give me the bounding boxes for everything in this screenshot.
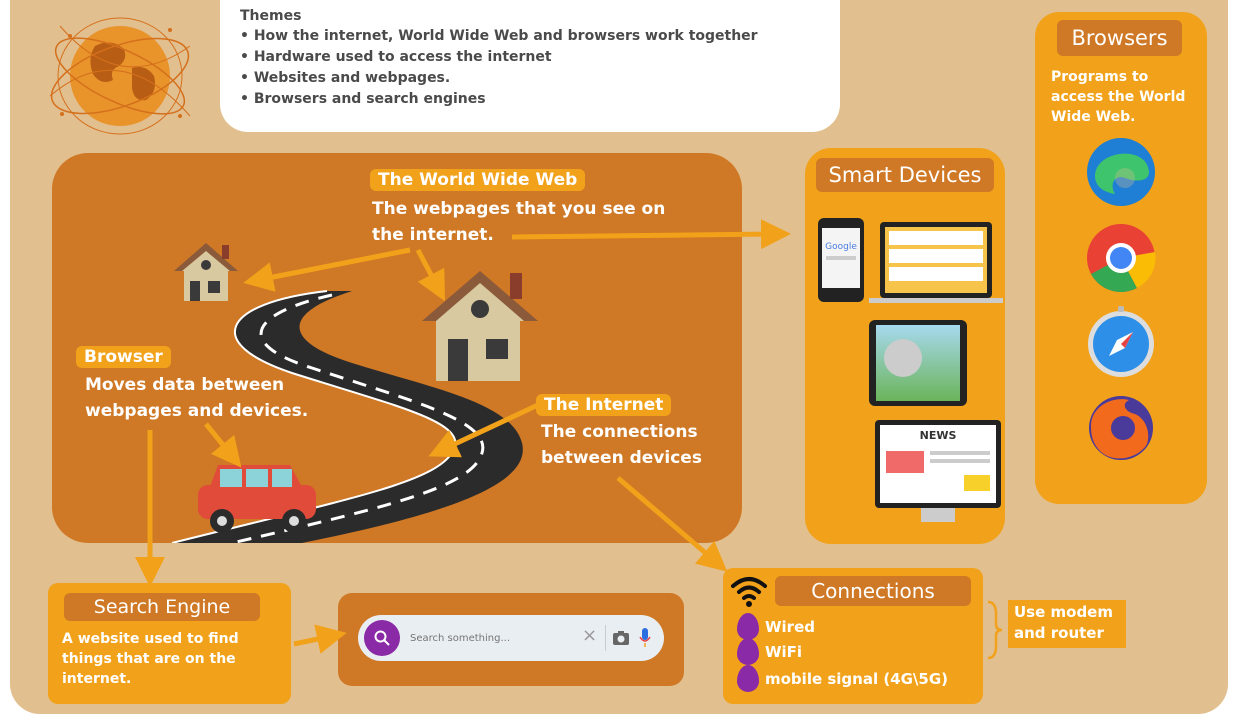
edge-icon <box>1087 138 1155 206</box>
themes-title: Themes <box>240 8 302 24</box>
theme-item: Websites and webpages. <box>240 68 820 89</box>
connection-item-mobile: mobile signal (4G\5G) <box>737 665 948 692</box>
search-bar: × <box>358 615 664 661</box>
connection-item-wifi: WiFi <box>737 638 802 665</box>
bullet-icon <box>737 613 759 640</box>
laptop-device <box>880 222 992 298</box>
news-screen-text: NEWS <box>919 429 957 442</box>
large-house-icon <box>422 271 538 381</box>
search-engine-panel: Search Engine A website used to find thi… <box>48 583 291 704</box>
browsers-desc: Programs to access the World Wide Web. <box>1051 69 1186 125</box>
chrome-icon <box>1087 224 1156 292</box>
phone-screen-text: Google <box>825 242 857 252</box>
car-icon <box>198 465 316 533</box>
laptop-base <box>869 298 1003 303</box>
www-desc-line2: the internet. <box>372 225 494 245</box>
browser-desc-line2: webpages and devices. <box>85 401 309 421</box>
theme-item: Browsers and search engines <box>240 89 820 110</box>
firefox-icon <box>1089 396 1153 460</box>
brace-icon <box>987 600 1003 660</box>
search-button[interactable] <box>364 620 400 656</box>
phone-device: Google <box>818 218 864 302</box>
modem-line2: and router <box>1014 624 1104 642</box>
modem-router-note: Use modem and router <box>1008 600 1126 648</box>
monitor-stand <box>921 508 955 522</box>
microphone-icon[interactable] <box>638 627 652 649</box>
browsers-title: Browsers <box>1057 20 1182 56</box>
connections-title: Connections <box>775 576 971 606</box>
www-desc-line1: The webpages that you see on <box>372 199 666 219</box>
main-diagram-panel: The World Wide Web The webpages that you… <box>52 153 742 543</box>
search-engine-title: Search Engine <box>64 593 260 621</box>
internet-desc-line2: between devices <box>541 448 702 468</box>
search-engine-desc: A website used to find things that are o… <box>62 631 239 687</box>
connection-item-wired: Wired <box>737 613 815 640</box>
modem-line1: Use modem <box>1014 603 1113 621</box>
www-label: The World Wide Web <box>370 169 586 191</box>
search-divider <box>605 625 606 651</box>
camera-icon[interactable] <box>612 630 630 646</box>
themes-panel: Themes How the internet, World Wide Web … <box>220 0 840 132</box>
connection-item-label: WiFi <box>765 642 803 661</box>
monitor-device: NEWS <box>875 420 1001 508</box>
wifi-icon <box>731 577 767 607</box>
search-input[interactable] <box>410 628 570 648</box>
browsers-panel: Browsers Programs to access the World Wi… <box>1035 12 1207 504</box>
clear-icon[interactable]: × <box>582 625 598 646</box>
theme-item: How the internet, World Wide Web and bro… <box>240 26 820 47</box>
small-house-icon <box>174 243 238 301</box>
theme-item: Hardware used to access the internet <box>240 47 820 68</box>
browser-desc-line1: Moves data between <box>85 375 285 395</box>
safari-icon <box>1088 306 1154 377</box>
smart-devices-panel: Smart Devices Google NEWS <box>805 148 1005 544</box>
internet-desc-line1: The connections <box>541 422 698 442</box>
connections-panel: Connections Wired WiFi mobile signal (4G… <box>723 568 983 704</box>
search-bar-panel: × <box>338 593 684 686</box>
tablet-device <box>869 320 967 406</box>
smart-devices-title: Smart Devices <box>816 158 994 192</box>
connection-item-label: mobile signal (4G\5G) <box>765 669 949 688</box>
bullet-icon <box>737 638 759 665</box>
connection-item-label: Wired <box>765 617 815 636</box>
globe-icon <box>49 17 191 135</box>
search-icon <box>374 630 390 646</box>
browser-label: Browser <box>76 346 171 368</box>
bullet-icon <box>737 665 759 692</box>
internet-label: The Internet <box>536 394 672 416</box>
